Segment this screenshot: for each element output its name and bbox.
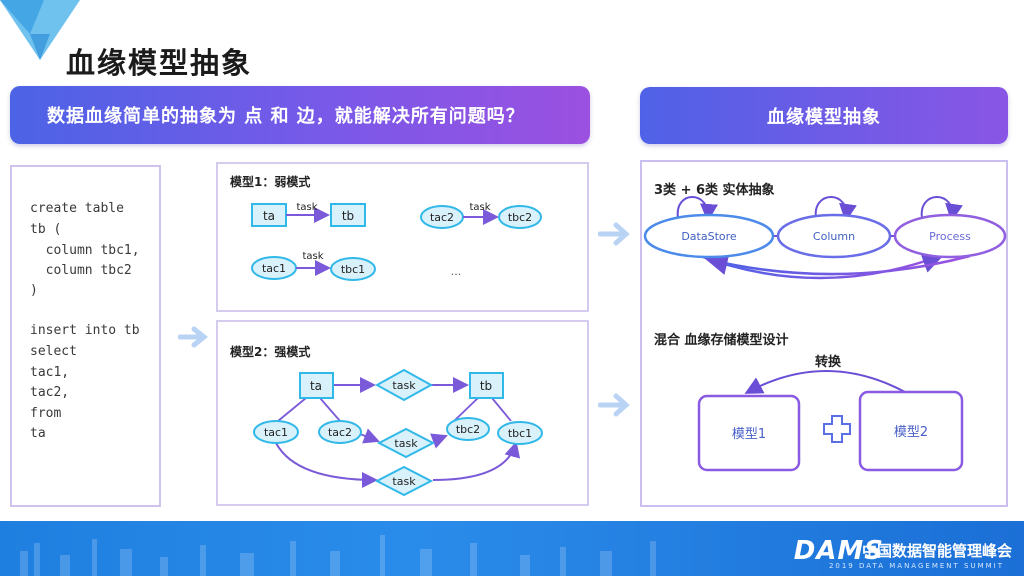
question-banner: 数据血缘简单的抽象为 点 和 边，就能解决所有问题吗？	[10, 86, 590, 144]
flow-arrow-icon	[598, 222, 630, 246]
convert-edge	[744, 370, 906, 394]
node-label: task	[392, 475, 416, 488]
column-node	[330, 257, 376, 281]
model2-diagram: ta task tb tac1 tac2 task tbc2 tbc1 task	[253, 368, 543, 497]
edge-label: task	[302, 251, 323, 262]
model-a-box	[697, 394, 801, 472]
code-line: insert into tb	[30, 323, 140, 338]
lineage-edge	[275, 442, 378, 488]
column-node	[446, 417, 490, 441]
node-label: tbc1	[341, 263, 365, 276]
lineage-edge	[277, 397, 307, 422]
entity-process	[893, 213, 1007, 259]
node-label: tac2	[328, 426, 352, 439]
code-line: create table	[30, 201, 124, 216]
model1-label: 模型1：弱模式	[230, 175, 311, 189]
node-label: tac2	[430, 211, 454, 224]
code-line: select	[30, 344, 77, 359]
node-label: tbc1	[508, 427, 532, 440]
entity-datastore	[643, 213, 775, 259]
footer-brand-logo: DAMS	[793, 536, 884, 566]
footer-banner: DAMS 中国数据智能管理峰会 2019 DATA MANAGEMENT SUM…	[0, 521, 1024, 576]
code-line: tb (	[30, 222, 62, 237]
abstraction-panel: 3类 + 6类 实体抽象 混合 血缘存储模型设计 DataStore Colum…	[640, 160, 1008, 507]
entity-heading: 3类 + 6类 实体抽象	[654, 183, 775, 198]
model1-panel: 模型1：弱模式 ta task tb tac2 task tbc2 tac1 t…	[216, 162, 589, 312]
node-label: task	[392, 379, 416, 392]
lineage-edge	[491, 397, 512, 422]
lineage-edge	[432, 441, 521, 481]
node-label: tb	[480, 379, 492, 393]
skyline-decoration-icon	[20, 535, 656, 576]
model1-diagram: ta task tb tac2 task tbc2 tac1 task tbc1…	[251, 202, 542, 281]
column-node	[498, 205, 542, 229]
column-node	[318, 420, 362, 444]
edge-label: task	[469, 202, 490, 213]
flow-arrow-icon	[178, 326, 209, 348]
plus-icon	[823, 415, 851, 443]
table-node	[469, 372, 504, 399]
entity-label: DataStore	[681, 230, 737, 243]
code-line: tac2,	[30, 385, 70, 400]
lineage-edge	[359, 428, 380, 444]
lineage-edge	[319, 397, 341, 422]
page-title: 血缘模型抽象	[66, 46, 253, 80]
column-node	[497, 421, 543, 445]
code-line: column tbc2	[30, 263, 132, 278]
node-label: task	[394, 437, 418, 450]
hybrid-heading: 混合 血缘存储模型设计	[654, 333, 789, 348]
code-line: )	[30, 283, 38, 298]
self-loop-edge	[920, 196, 963, 222]
entity-column	[776, 213, 892, 259]
model-a-label: 模型1	[732, 427, 766, 442]
convert-label: 转换	[815, 354, 842, 370]
model2-panel: 模型2：强模式 ta task tb tac1 tac2	[216, 320, 589, 506]
model-b-box	[858, 390, 964, 472]
code-line: from	[30, 406, 62, 421]
lineage-edge	[453, 397, 479, 422]
ellipsis-text: ...	[451, 265, 462, 278]
entity-edge	[699, 251, 945, 280]
table-node	[330, 203, 366, 227]
column-node	[253, 420, 299, 444]
code-line: tac1,	[30, 365, 70, 380]
task-node	[374, 465, 434, 497]
logo-triangles-icon	[0, 0, 80, 60]
self-loop-edge	[814, 196, 857, 222]
question-text: 数据血缘简单的抽象为 点 和 边，就能解决所有问题吗？	[47, 106, 525, 127]
footer-summit-sub: 2019 DATA MANAGEMENT SUMMIT	[828, 562, 1004, 570]
abstraction-banner: 血缘模型抽象	[640, 87, 1008, 144]
abstraction-diagram: DataStore Column Process 转换 模型1 模型2	[643, 196, 1007, 472]
entity-label: Process	[929, 230, 971, 243]
table-node	[299, 372, 334, 399]
lineage-edge	[430, 433, 448, 449]
entity-edge	[705, 252, 971, 276]
node-label: tac1	[262, 262, 286, 275]
model2-label: 模型2：强模式	[230, 345, 311, 359]
edge-label: task	[296, 202, 317, 213]
flow-arrow-icon	[598, 393, 630, 417]
entity-label: Column	[813, 230, 855, 243]
code-line: column tbc1,	[30, 243, 140, 258]
node-label: tb	[342, 209, 354, 223]
node-label: tbc2	[456, 423, 480, 436]
footer-summit-name: 中国数据智能管理峰会	[861, 542, 1012, 560]
node-label: tac1	[264, 426, 288, 439]
task-node	[374, 368, 434, 402]
code-line: ta	[30, 426, 46, 441]
node-label: ta	[263, 209, 275, 223]
node-label: ta	[310, 379, 322, 393]
sql-code-panel: create table tb ( column tbc1, column tb…	[10, 165, 161, 507]
abstraction-banner-title: 血缘模型抽象	[767, 106, 881, 128]
model-b-label: 模型2	[894, 425, 928, 440]
node-label: tbc2	[508, 211, 532, 224]
self-loop-edge	[676, 196, 718, 222]
task-node	[376, 427, 436, 459]
